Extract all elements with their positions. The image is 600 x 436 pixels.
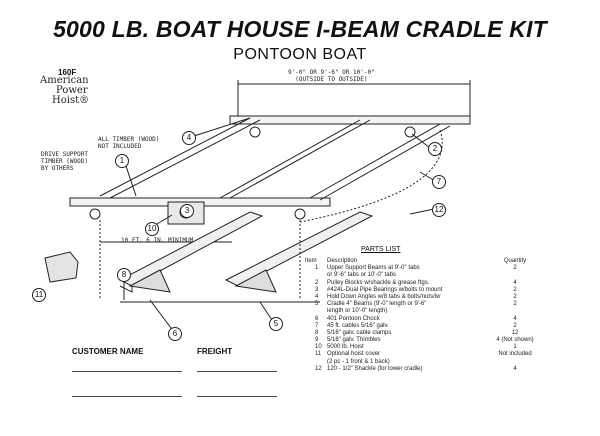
- parts-quantity: Not included: [498, 351, 532, 358]
- parts-description: #424L-Dual Pipe Bearings w/bolts to moun…: [327, 286, 443, 293]
- parts-quantity: 4: [513, 365, 517, 372]
- parts-quantity: 1: [513, 344, 517, 351]
- customer-name-line-1: [72, 371, 182, 372]
- freight-label: FREIGHT: [197, 347, 233, 356]
- customer-name-label: CUSTOMER NAME: [72, 347, 144, 356]
- parts-quantity: 2: [513, 322, 517, 329]
- parts-item-number: 9: [315, 337, 319, 344]
- parts-description: 5000 lb. Hoist: [327, 344, 364, 351]
- callout-11: 11: [32, 288, 46, 302]
- parts-list-title: PARTS LIST: [361, 246, 401, 253]
- parts-item-number: 10: [315, 344, 322, 351]
- parts-quantity: 4: [513, 279, 517, 286]
- parts-quantity: 12: [511, 329, 519, 336]
- callout-4: 4: [182, 131, 196, 145]
- parts-item-number: 1: [315, 265, 319, 272]
- header-item: Item: [305, 258, 317, 264]
- pulley-block: [249, 126, 261, 138]
- parts-item-number: 7: [315, 322, 319, 329]
- cable: [299, 129, 443, 223]
- timber-mid: [219, 119, 361, 199]
- customer-name-line-2: [72, 396, 182, 397]
- callout-7: 7: [432, 175, 446, 189]
- callout-2: 2: [428, 142, 442, 156]
- timber-left: [99, 117, 251, 197]
- callout-12: 12: [432, 203, 446, 217]
- parts-item-number: 8: [315, 329, 319, 336]
- parts-description: or 9'-6" tabs or 10'-0" tabs: [327, 272, 396, 279]
- parts-description: Optional hoist cover: [327, 351, 381, 358]
- parts-description: 5/16" galv. cable clamps: [327, 329, 392, 336]
- upper-beam-far: [229, 115, 471, 125]
- parts-item-number: 5: [315, 301, 319, 308]
- parts-description: 120 - 1/2" Shackle (for lower cradle): [327, 365, 423, 372]
- parts-description: (2 pc - 1 front & 1 back): [327, 358, 390, 365]
- parts-description: Cradle 4" Beams (9'-0" length or 9'-6": [327, 301, 427, 308]
- parts-item-number: 4: [315, 293, 319, 300]
- american-power-hoist-logo: American Power Hoist®: [40, 76, 89, 106]
- parts-quantity: 2: [513, 265, 517, 272]
- parts-item-number: 12: [315, 365, 322, 372]
- freight-line-1: [197, 371, 277, 372]
- parts-item-number: 6: [315, 315, 319, 322]
- callout-8: 8: [117, 268, 131, 282]
- cradle-beam-right: [224, 211, 374, 287]
- logo-line-2: Power: [56, 85, 88, 96]
- logo-line-1: American: [40, 75, 89, 86]
- parts-quantity: 2: [513, 286, 517, 293]
- parts-description: length or 10'-0" length): [327, 308, 388, 315]
- callout-5: 5: [269, 317, 283, 331]
- parts-description: 5/16" galv. Thimbles: [327, 337, 381, 344]
- minimum-dimension-note: 10 FT. 6 IN. MINIMUM: [121, 237, 194, 244]
- parts-item-number: 11: [315, 351, 322, 358]
- parts-description: Pulley Blocks w/shackle & grease ftgs.: [327, 279, 430, 286]
- parts-quantity: 4: [513, 315, 517, 322]
- hoist-cover: [44, 251, 79, 283]
- callout-6: 6: [168, 327, 182, 341]
- parts-item-number: 2: [315, 279, 319, 286]
- callout-3: 3: [180, 204, 194, 218]
- parts-description: 401 Pontoon Chock: [327, 315, 380, 322]
- parts-quantity: 2: [513, 293, 517, 300]
- parts-description: Hold Down Angles w/8 tabs & bolts/nuts/l…: [327, 293, 441, 300]
- all-timber-note: ALL TIMBER (WOOD) NOT INCLUDED: [98, 136, 160, 150]
- timber-right: [309, 123, 441, 199]
- page-subtitle: PONTOON BOAT: [233, 46, 367, 63]
- top-dimension-note: 9'-0" OR 9'-6" OR 10'-0" (OUTSIDE TO OUT…: [288, 69, 375, 83]
- cradle-beam-left: [118, 211, 264, 287]
- parts-quantity: 4 (Not shown): [496, 337, 534, 344]
- parts-quantity: 2: [513, 301, 517, 308]
- parts-description: 45 ft. cables 5/16" galv.: [327, 322, 389, 329]
- model-code: 160F: [58, 68, 77, 77]
- header-description: Description: [327, 258, 358, 264]
- pontoon-chock: [128, 269, 171, 293]
- callout-1: 1: [115, 154, 129, 168]
- drive-support-note: DRIVE SUPPORT TIMBER (WOOD) BY OTHERS: [41, 151, 88, 172]
- freight-line-2: [197, 396, 277, 397]
- callout-10: 10: [145, 222, 159, 236]
- logo-line-3: Hoist®: [52, 95, 90, 106]
- parts-description: Upper Support Beams at 9'-0" tabs: [327, 265, 420, 272]
- header-quantity: Quantity: [503, 258, 527, 264]
- page-title: 5000 LB. BOAT HOUSE I-BEAM CRADLE KIT: [53, 16, 547, 42]
- parts-item-number: 3: [315, 286, 319, 293]
